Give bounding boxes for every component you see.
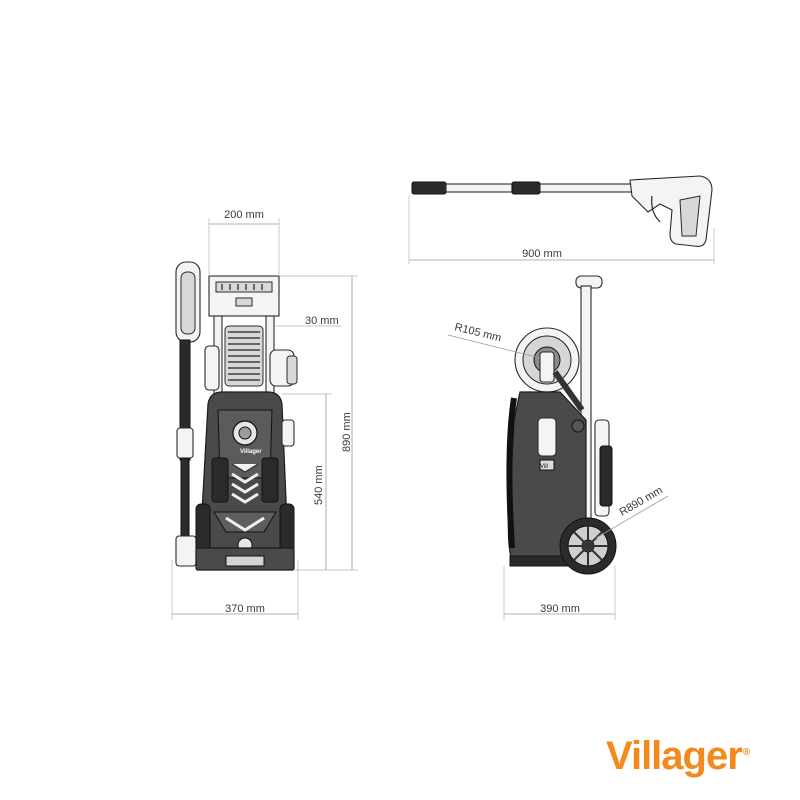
front-base xyxy=(195,503,295,571)
front-lance xyxy=(175,261,201,567)
spray-gun: 900 mm xyxy=(408,175,715,264)
dim-front-top-width: 200 mm xyxy=(224,209,264,221)
side-badge-text: Vill xyxy=(540,464,548,470)
dim-gun-length: 900 mm xyxy=(522,248,562,260)
brand-logo: Villager® xyxy=(606,734,750,779)
dim-side-base-width: 390 mm xyxy=(540,603,580,615)
dim-wheel-radius: R890 mm xyxy=(618,484,665,518)
front-dim-offset: 30 mm xyxy=(274,315,342,327)
front-main-body: Villager xyxy=(199,391,295,553)
front-dim-top-width: 200 mm xyxy=(208,209,280,276)
side-view: Vill R105 mm R890 mm xyxy=(447,275,669,620)
dim-front-body-height: 540 mm xyxy=(313,465,325,505)
dim-gun-length-group: 900 mm xyxy=(408,196,715,264)
dim-reel-radius: R105 mm xyxy=(453,321,502,344)
registered-mark: ® xyxy=(742,746,750,758)
front-hose-reel xyxy=(204,325,298,391)
dim-side-base-width-group: 390 mm xyxy=(503,566,616,620)
front-dim-base-width: 370 mm xyxy=(171,560,299,620)
dim-front-total-height: 890 mm xyxy=(341,412,353,452)
front-view: Villager 200 mm xyxy=(171,209,358,620)
side-hose-reel xyxy=(514,327,585,412)
front-badge-text: Villager xyxy=(240,449,262,455)
dim-front-offset: 30 mm xyxy=(305,315,339,327)
side-wheel xyxy=(559,517,617,575)
front-dim-body-height: 540 mm xyxy=(282,393,332,570)
side-main-body: Vill xyxy=(506,391,613,567)
dim-front-base-width: 370 mm xyxy=(225,603,265,615)
brand-name: Villager xyxy=(606,734,743,778)
